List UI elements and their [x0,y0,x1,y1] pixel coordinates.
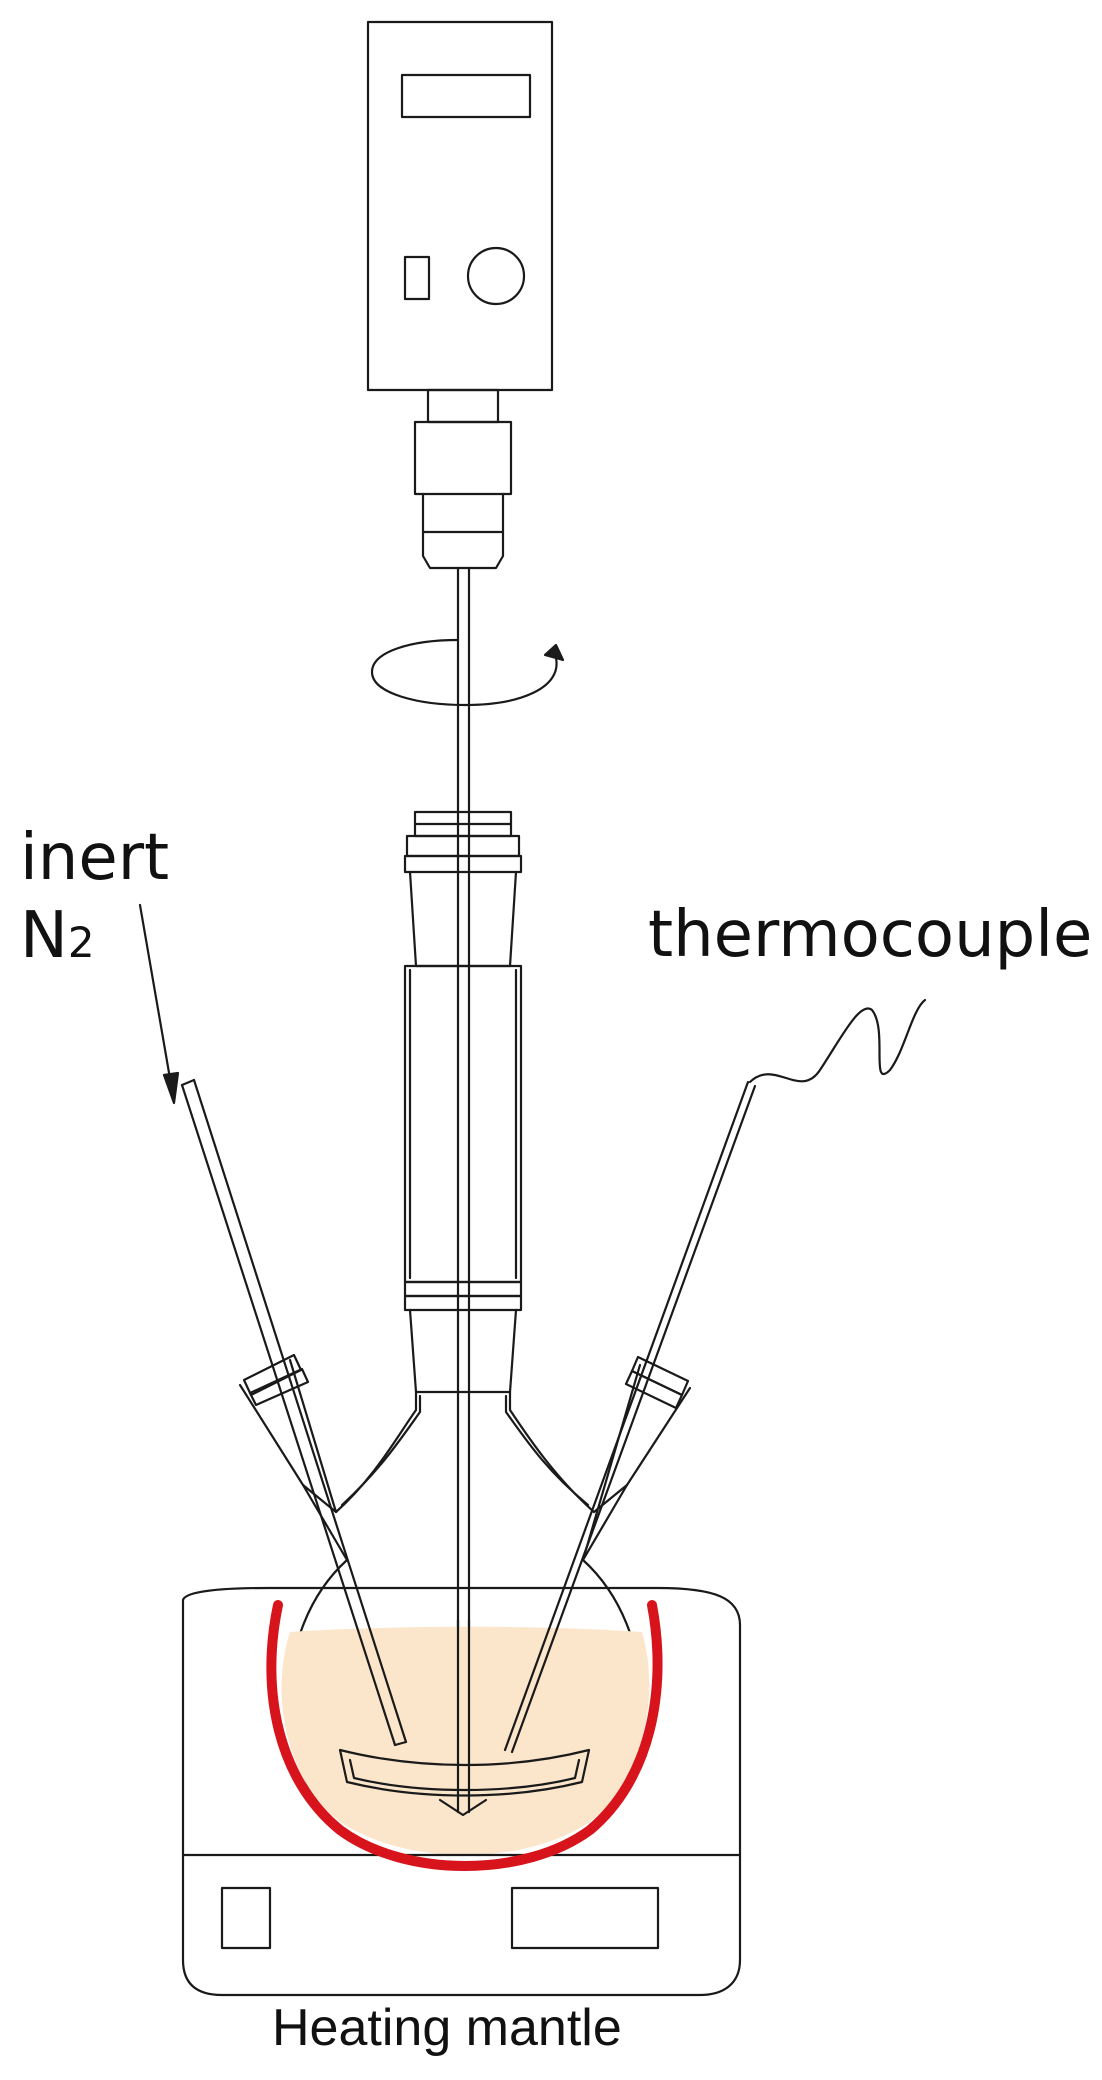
stirring-paddle [338,1748,591,1797]
stirrer-neck [426,388,500,424]
label-inert: inert [20,821,170,895]
rotation-arrow-icon [370,638,565,707]
stirrer-chuck [421,492,505,570]
liquid-fill [281,1626,650,1855]
label-thermocouple: thermocouple [648,898,1093,972]
mantle-body [181,1586,742,1997]
heating-mantle [181,1586,742,1997]
nitrogen-inlet-tube [180,1078,408,1747]
stirrer-knob [466,246,526,306]
overhead-stirrer [366,20,554,570]
central-tube [403,964,523,1284]
stirrer-switch [403,255,431,301]
label-n2-main: N [20,899,68,973]
heating-element [266,1600,663,1871]
label-heating-mantle: Heating mantle [272,1999,622,2057]
stirrer-coupling [413,420,513,496]
left-side-arm [238,1358,338,1514]
thermocouple-wire [748,998,927,1084]
label-n2: N2 [20,901,95,978]
right-side-arm [581,1363,692,1562]
label-n2-subscript: 2 [67,918,95,967]
stirrer-shaft [456,566,471,1814]
pointer-arrow-icon [138,903,180,1105]
stirrer-display [400,73,532,119]
mantle-display [510,1886,660,1950]
central-neck-assembly [403,810,523,1394]
thermocouple-probe [503,998,927,1754]
stirrer-housing [366,20,554,392]
mantle-switch [220,1886,272,1950]
